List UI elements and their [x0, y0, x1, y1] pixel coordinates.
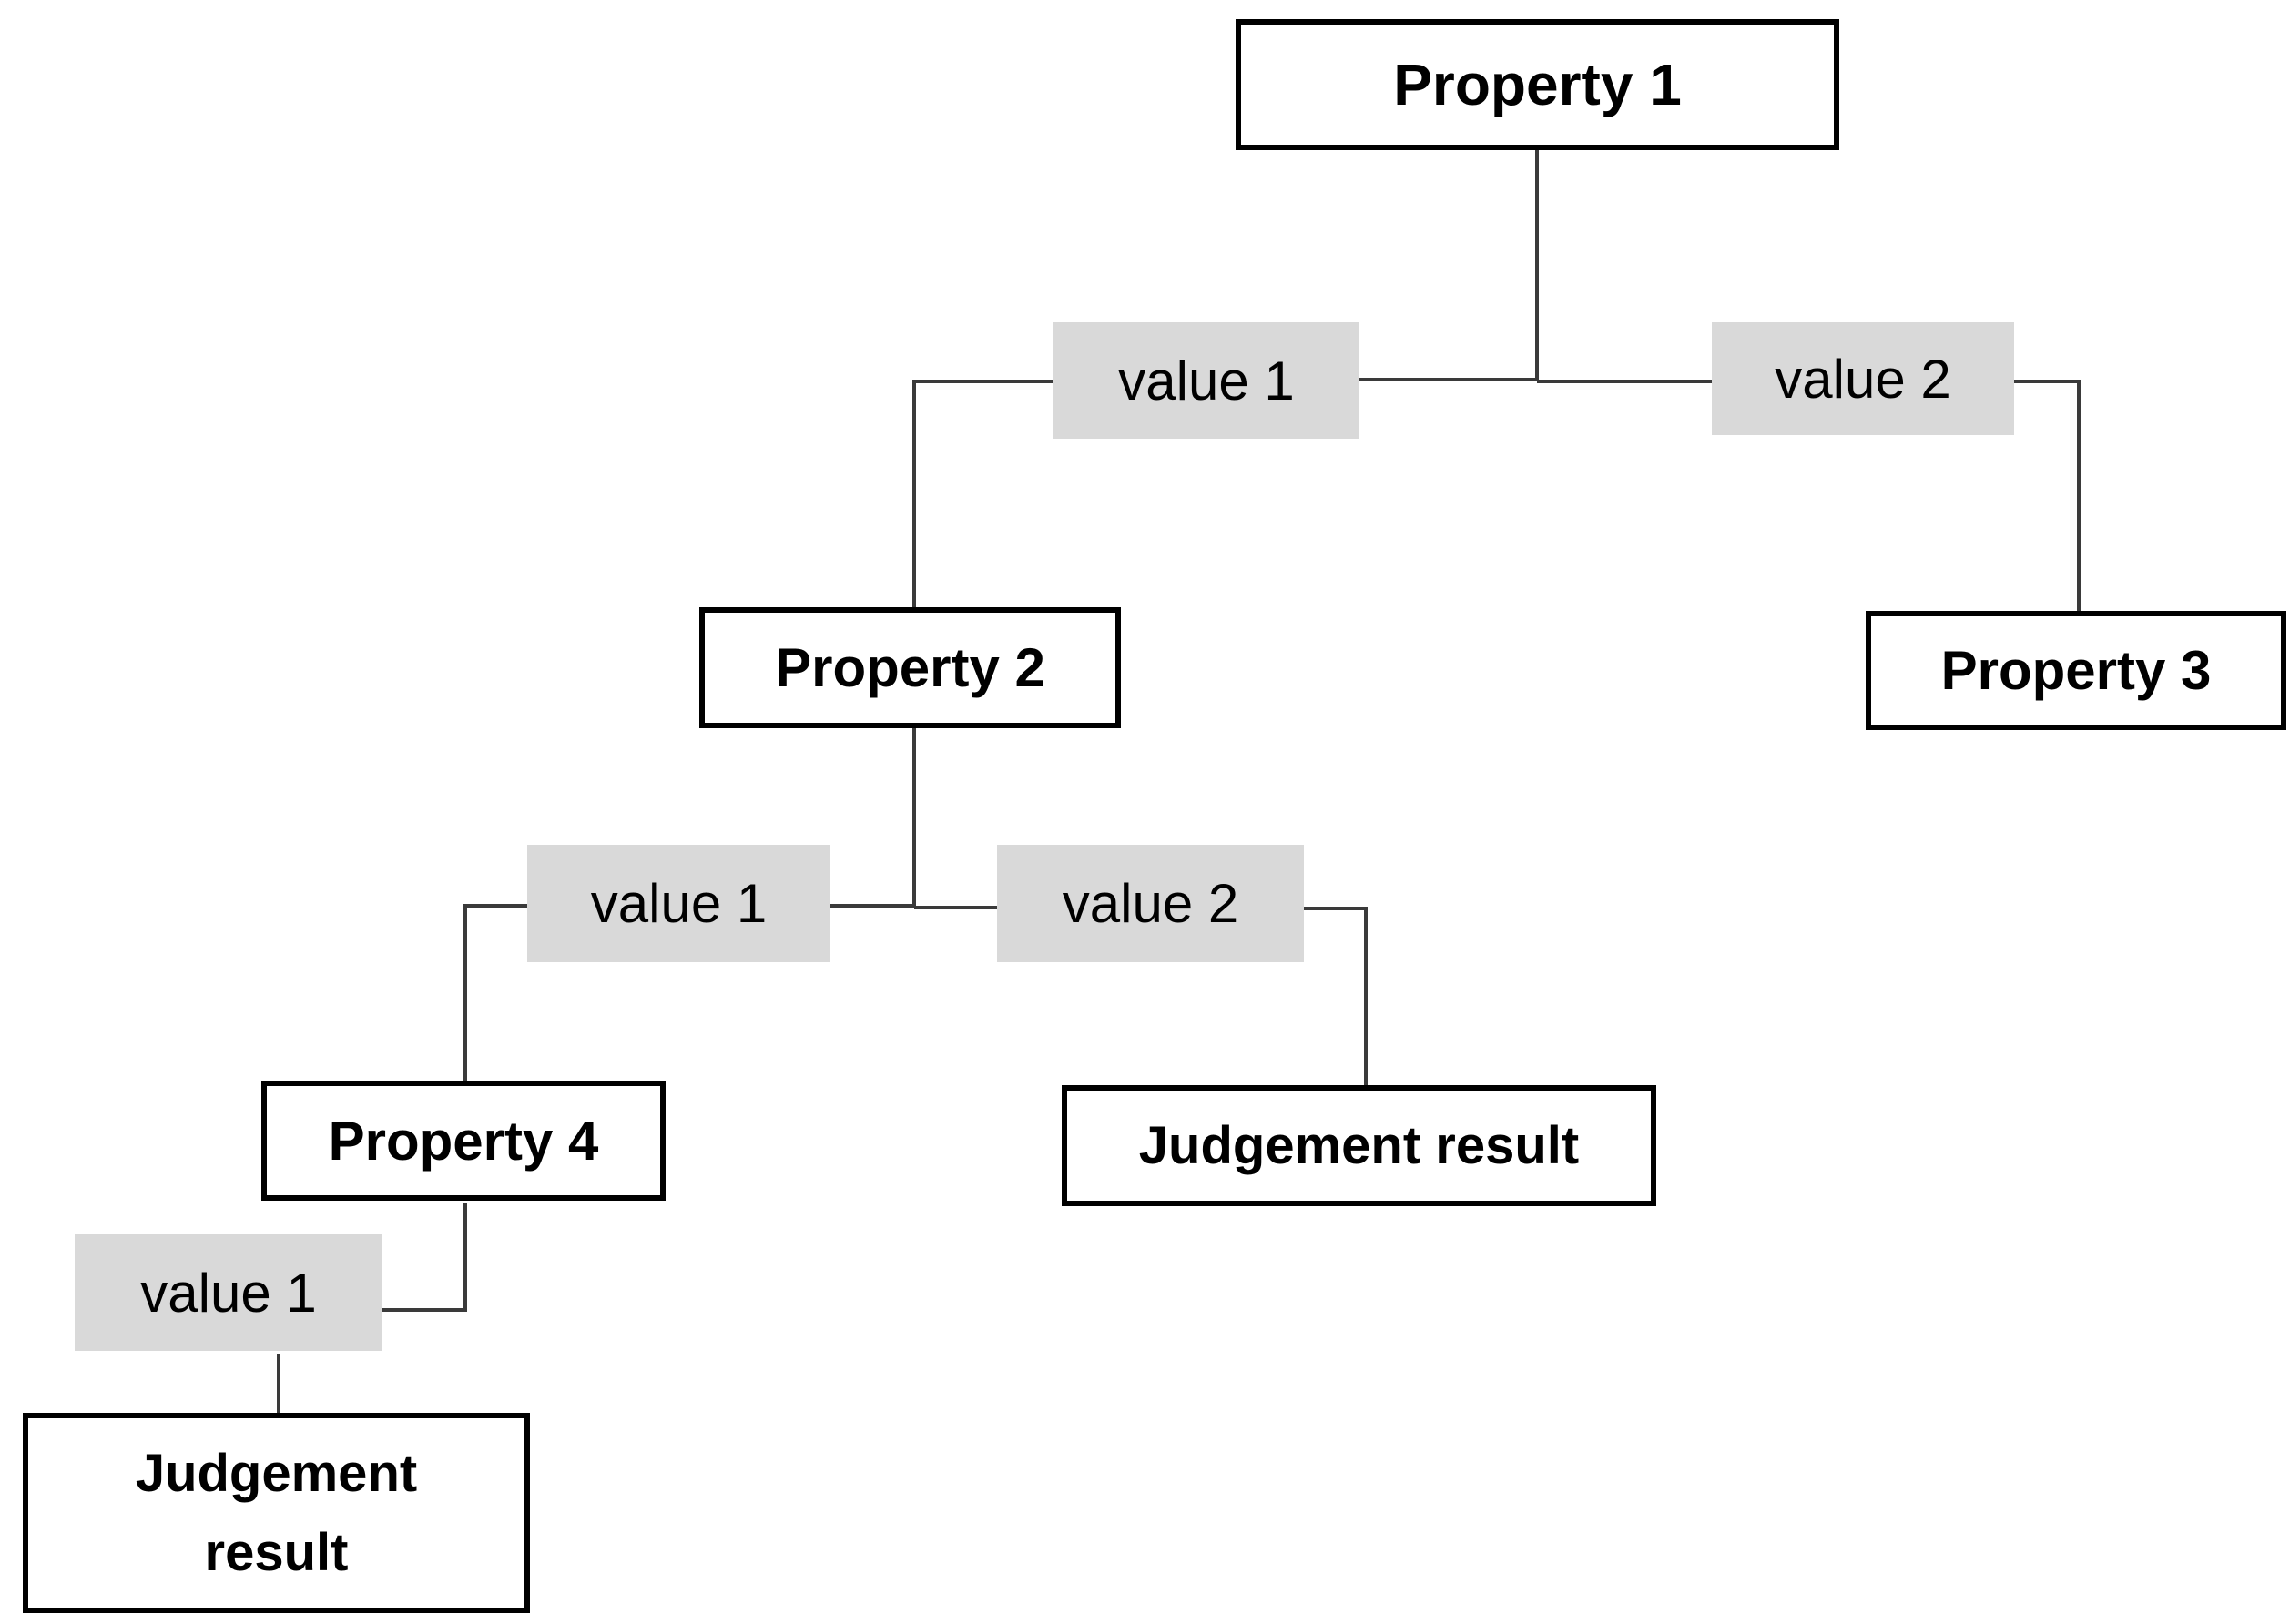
- judgement-result-node-2: Judgement result: [23, 1413, 530, 1613]
- property-2-node: Property 2: [699, 607, 1121, 728]
- property-4-node: Property 4: [261, 1081, 666, 1201]
- judgement-result-2-line-2: result: [204, 1523, 349, 1582]
- property-3-node: Property 3: [1866, 611, 2286, 730]
- p4-value-1-node: value 1: [75, 1234, 382, 1351]
- p2-value-1-node: value 1: [527, 845, 830, 962]
- judgement-result-node-1: Judgement result: [1062, 1085, 1656, 1206]
- p2-value-2-node: value 2: [997, 845, 1304, 962]
- p1-value-2-node: value 2: [1712, 322, 2014, 435]
- p1-value-1-node: value 1: [1053, 322, 1359, 439]
- judgement-result-2-line-1: Judgement: [135, 1444, 418, 1503]
- property-1-node: Property 1: [1236, 19, 1839, 150]
